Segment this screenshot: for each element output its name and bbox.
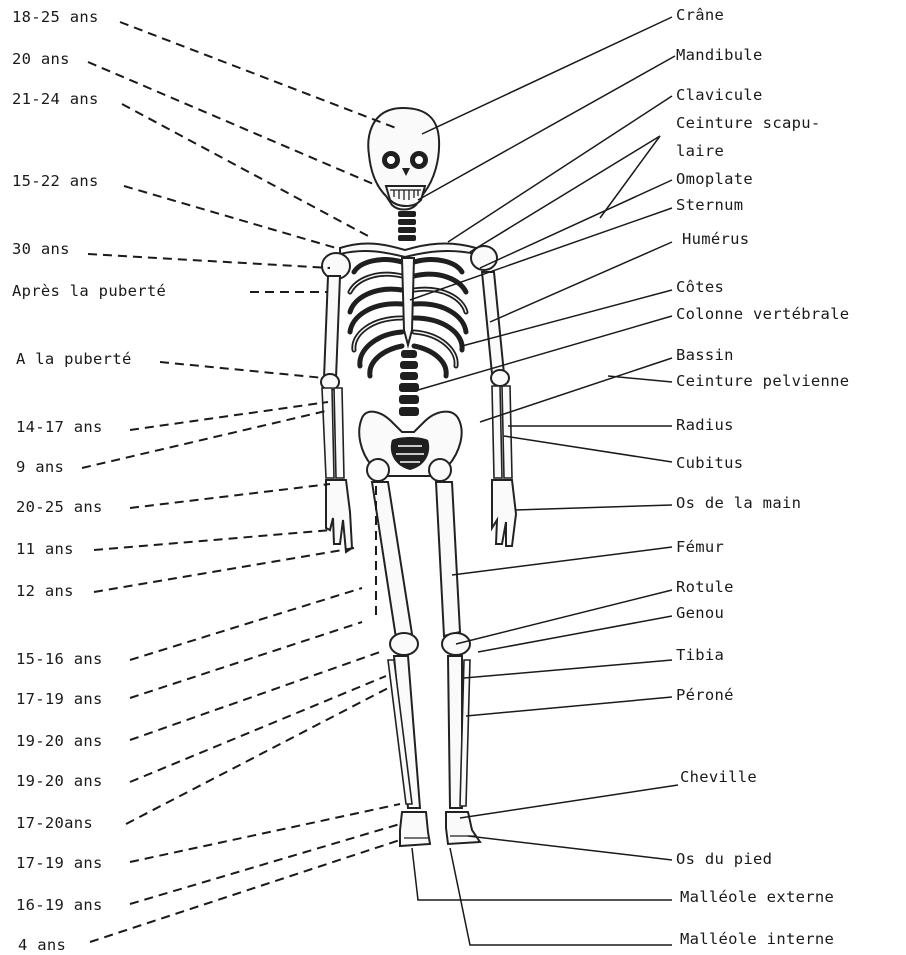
bone-label: Humérus xyxy=(682,230,749,248)
clavicles xyxy=(340,244,476,257)
bone-label: Clavicule xyxy=(676,86,763,104)
bone-label: Omoplate xyxy=(676,170,753,188)
spine xyxy=(399,350,419,416)
bone-label: Mandibule xyxy=(676,46,763,64)
bone-label: Os du pied xyxy=(676,850,772,868)
bone-label: Sternum xyxy=(676,196,743,214)
bone-label: Péroné xyxy=(676,686,734,704)
age-label: 20-25 ans xyxy=(16,498,103,516)
left-femur xyxy=(372,482,412,638)
age-label: 15-22 ans xyxy=(12,172,99,190)
bone-label: Colonne vertébrale xyxy=(676,305,849,323)
bone-label: Ceinture scapu- xyxy=(676,114,820,132)
age-label: 9 ans xyxy=(16,458,64,476)
right-elbow xyxy=(491,370,509,386)
age-label: 14-17 ans xyxy=(16,418,103,436)
neck xyxy=(398,211,416,241)
age-label: 16-19 ans xyxy=(16,896,103,914)
age-label: A la puberté xyxy=(16,350,132,368)
right-hip-joint xyxy=(429,459,451,481)
age-label: 17-19 ans xyxy=(16,690,103,708)
right-humerus xyxy=(482,272,504,374)
bone-label: Côtes xyxy=(676,278,724,296)
left-hand xyxy=(326,480,352,552)
age-leader-lines xyxy=(82,22,400,942)
bone-label: Cheville xyxy=(680,768,757,786)
skeleton-drawing xyxy=(321,108,516,846)
right-femur xyxy=(436,482,460,636)
age-label: 20 ans xyxy=(12,50,70,68)
left-knee xyxy=(390,633,418,655)
bone-label: Genou xyxy=(676,604,724,622)
age-label: 17-19 ans xyxy=(16,854,103,872)
bone-label: Os de la main xyxy=(676,494,801,512)
bone-label: Malléole interne xyxy=(680,930,834,948)
bone-label: Fémur xyxy=(676,538,724,556)
age-label: 15-16 ans xyxy=(16,650,103,668)
age-label: 19-20 ans xyxy=(16,732,103,750)
age-label: 4 ans xyxy=(18,936,66,954)
age-label: 30 ans xyxy=(12,240,70,258)
left-foot xyxy=(400,812,430,846)
bone-label: laire xyxy=(676,142,724,160)
bone-label: Malléole externe xyxy=(680,888,834,906)
bone-label: Ceinture pelvienne xyxy=(676,372,849,390)
bone-label: Rotule xyxy=(676,578,734,596)
age-label: 18-25 ans xyxy=(12,8,99,26)
bone-label: Cubitus xyxy=(676,454,743,472)
age-label: 19-20 ans xyxy=(16,772,103,790)
bone-label: Crâne xyxy=(676,6,724,24)
bone-label: Tibia xyxy=(676,646,724,664)
age-label: Après la puberté xyxy=(12,282,166,300)
age-label: 21-24 ans xyxy=(12,90,99,108)
left-hip-joint xyxy=(367,459,389,481)
age-label: 12 ans xyxy=(16,582,74,600)
age-label: 11 ans xyxy=(16,540,74,558)
age-label: 17-20ans xyxy=(16,814,93,832)
bone-label: Radius xyxy=(676,416,734,434)
sternum xyxy=(402,258,414,345)
right-hand xyxy=(492,480,516,546)
bone-label: Bassin xyxy=(676,346,734,364)
right-forearm xyxy=(492,386,512,478)
